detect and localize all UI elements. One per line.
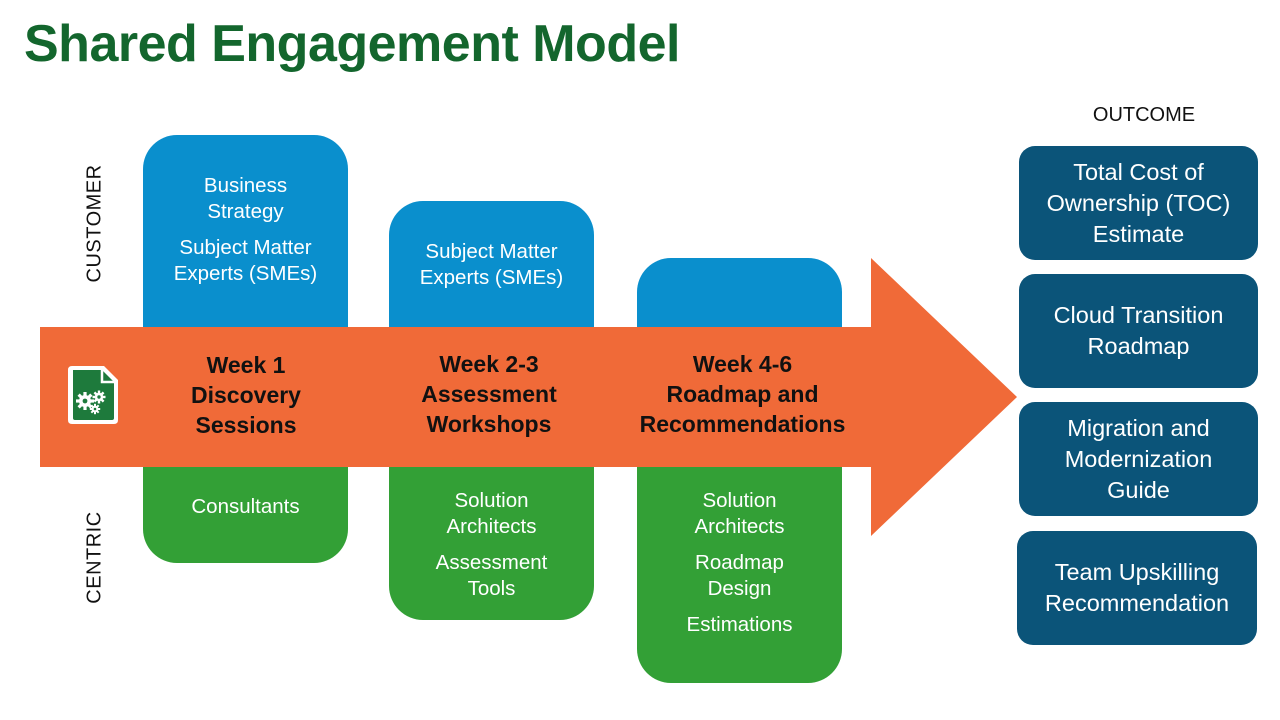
centric-box-week-2-3: Solution Architects Assessment Tools [389, 460, 594, 620]
phase-title-line: Assessment [421, 381, 557, 407]
outcome-text: Migration and Modernization Guide [1064, 414, 1213, 503]
page-title: Shared Engagement Model [24, 15, 680, 73]
customer-item: Business Strategy [203, 174, 288, 223]
customer-box-week-2-3: Subject Matter Experts (SMEs) [389, 201, 594, 335]
customer-item: Subject Matter Experts (SMEs) [173, 236, 318, 285]
phase-title-line: Recommendations [639, 411, 846, 437]
centric-item: Roadmap Design [695, 551, 784, 600]
phase-week: Week 2-3 [439, 351, 539, 377]
centric-box-week-4-6: Solution Architects Roadmap Design Estim… [637, 460, 842, 683]
centric-item: Consultants [191, 495, 300, 518]
centric-item: Estimations [686, 613, 793, 636]
phase-title-line: Roadmap and [666, 381, 819, 407]
customer-box-week-4-6 [637, 258, 842, 335]
outcome-text: Cloud Transition Roadmap [1053, 302, 1224, 359]
centric-item: Solution Architects [694, 489, 785, 538]
outcome-text: Total Cost of Ownership (TOC) Estimate [1046, 158, 1231, 247]
outcome-box-team-upskilling: Team Upskilling Recommendation [1017, 531, 1257, 645]
outcome-box-migration-guide: Migration and Modernization Guide [1019, 402, 1258, 516]
arrow-shape [40, 258, 1017, 536]
phase-label-week-4-6: Week 4-6 Roadmap and Recommendations [620, 349, 865, 439]
phase-week: Week 4-6 [692, 351, 793, 377]
phase-title-line: Sessions [195, 412, 297, 438]
centric-box-week-1: Consultants [143, 460, 348, 563]
centric-item: Solution Architects [446, 489, 537, 538]
phase-label-week-2-3: Week 2-3 Assessment Workshops [389, 349, 589, 439]
phase-title-line: Discovery [191, 382, 301, 408]
outcome-box-cloud-roadmap: Cloud Transition Roadmap [1019, 274, 1258, 388]
phase-label-week-1: Week 1 Discovery Sessions [146, 350, 346, 440]
phase-week: Week 1 [206, 352, 286, 378]
phase-title-line: Workshops [426, 411, 552, 437]
document-gears-icon [66, 364, 120, 426]
outcome-heading: OUTCOME [1092, 104, 1196, 126]
centric-item: Assessment Tools [435, 551, 548, 600]
outcome-box-tco: Total Cost of Ownership (TOC) Estimate [1019, 146, 1258, 260]
outcome-text: Team Upskilling Recommendation [1044, 559, 1230, 616]
customer-box-week-1: Business Strategy Subject Matter Experts… [143, 135, 348, 335]
customer-item: Subject Matter Experts (SMEs) [419, 240, 564, 289]
